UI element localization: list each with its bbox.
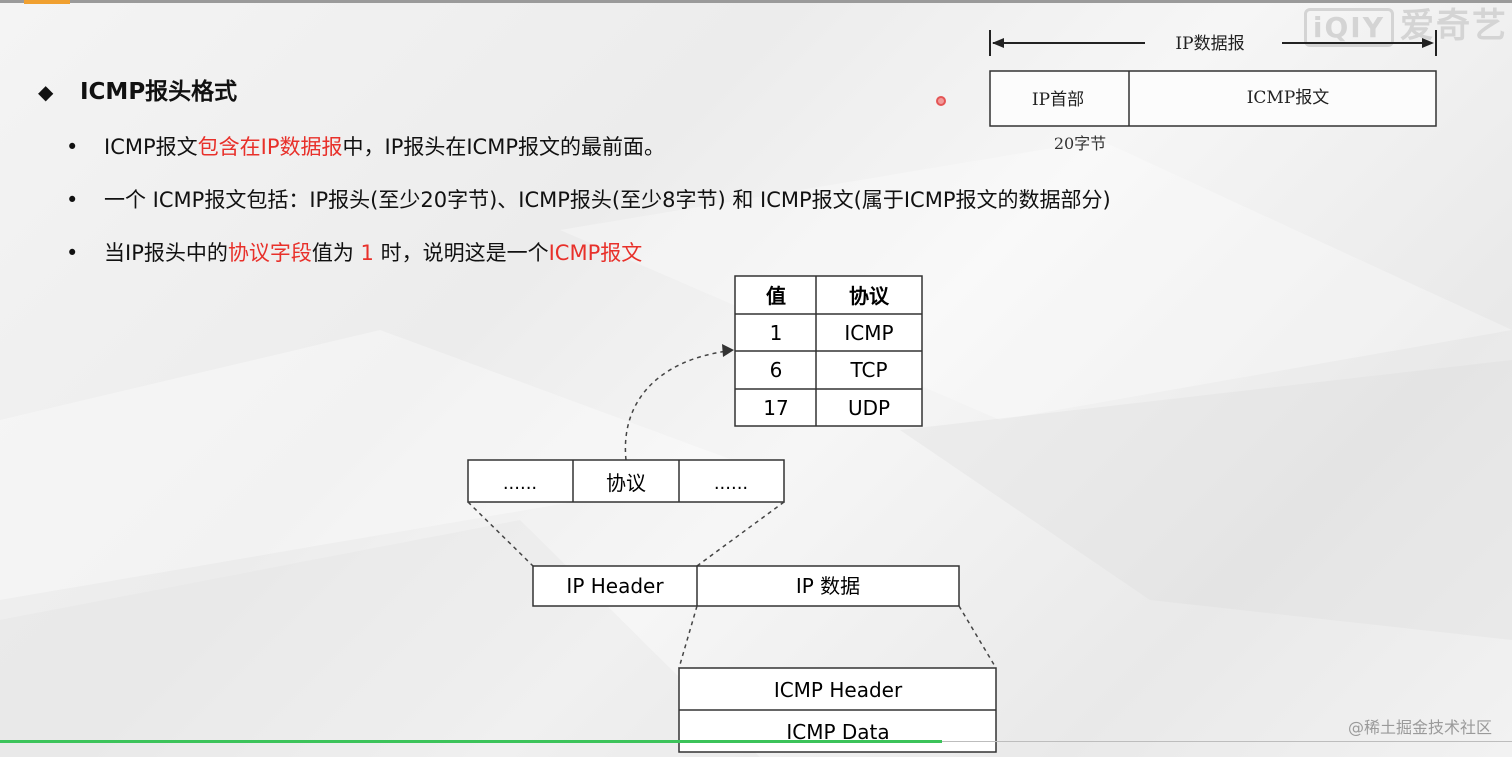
table-cell: UDP <box>848 396 890 420</box>
bullet-point-1: • ICMP报文包含在IP数据报中，IP报头在ICMP报文的最前面。 <box>66 131 665 161</box>
text-segment: ICMP报文 <box>104 135 198 159</box>
table-header-protocol: 协议 <box>849 284 890 308</box>
highlight-text: ICMP报文 <box>548 241 643 265</box>
highlight-text: 包含在IP数据报 <box>197 135 343 159</box>
datagram-box <box>989 70 1437 127</box>
top-accent-tab <box>24 0 70 4</box>
top-border <box>0 0 1512 3</box>
diamond-bullet-icon: ◆ <box>38 80 54 104</box>
table-cell: 17 <box>763 396 788 420</box>
icmp-packet-stack: ICMP Header ICMP Data <box>678 667 997 753</box>
text-segment: 一个 ICMP报文包括：IP报头(至少20字节)、ICMP报头(至少8字节) 和… <box>104 188 1111 212</box>
iqiyi-logo-icon: iQIY <box>1303 8 1394 47</box>
table-cell: 1 <box>770 321 783 345</box>
header-field-protocol: 协议 <box>606 471 646 495</box>
icmp-message-cell: ICMP报文 <box>1247 88 1330 108</box>
video-progress-track <box>942 741 1512 742</box>
datagram-span-label: IP数据报 <box>1175 34 1244 54</box>
text-segment: 当IP报头中的 <box>104 241 228 265</box>
bullet-dot-icon: • <box>66 241 79 265</box>
header-field-ellipsis: ...... <box>503 473 537 494</box>
iqiyi-watermark-text: 爱奇艺 <box>1400 6 1508 46</box>
ip-datagram-diagram: IP数据报 IP首部 ICMP报文 20字节 <box>989 30 1437 153</box>
bullet-text: 当IP报头中的协议字段值为 1 时，说明这是一个ICMP报文 <box>104 241 642 265</box>
bullet-dot-icon: • <box>66 135 79 159</box>
arrowhead-icon <box>722 344 734 357</box>
video-progress-bar[interactable] <box>0 740 942 743</box>
highlight-text: 协议字段 <box>227 241 312 265</box>
section-heading: ◆ ICMP报头格式 <box>38 72 237 106</box>
bullet-point-2: • 一个 ICMP报文包括：IP报头(至少20字节)、ICMP报头(至少8字节) … <box>66 184 1111 214</box>
header-fields-row: ...... 协议 ...... <box>467 459 785 503</box>
heading-text: ICMP报头格式 <box>80 79 238 105</box>
juejin-watermark: @稀土掘金技术社区 <box>1347 718 1492 737</box>
bullet-dot-icon: • <box>66 188 79 212</box>
table-cell: 6 <box>770 358 783 382</box>
table-cell: ICMP <box>844 321 893 345</box>
bullet-text: ICMP报文包含在IP数据报中，IP报头在ICMP报文的最前面。 <box>104 135 665 159</box>
icmp-header-box: ICMP Header <box>774 678 903 702</box>
table-cell: TCP <box>849 358 887 382</box>
ip-header-cell: IP首部 <box>1032 90 1084 110</box>
ip-header-box: IP Header <box>566 574 664 598</box>
ip-data-box: IP 数据 <box>796 574 860 598</box>
text-segment: 值为 <box>311 241 361 265</box>
text-segment: 中，IP报头在ICMP报文的最前面。 <box>342 135 666 159</box>
ip-header-size-label: 20字节 <box>1054 134 1106 153</box>
laser-pointer-dot <box>936 96 946 106</box>
ip-packet-row: IP Header IP 数据 <box>532 565 960 607</box>
highlight-text: 1 <box>360 241 374 265</box>
table-header-value: 值 <box>766 284 786 308</box>
protocol-lookup-arrow <box>624 350 729 461</box>
text-segment: 时，说明这是一个 <box>373 241 549 265</box>
protocol-table: 值 协议 1 ICMP 6 TCP 17 UDP <box>734 275 923 427</box>
header-field-ellipsis: ...... <box>714 473 748 494</box>
bullet-text: 一个 ICMP报文包括：IP报头(至少20字节)、ICMP报头(至少8字节) 和… <box>104 188 1111 212</box>
bullet-point-3: • 当IP报头中的协议字段值为 1 时，说明这是一个ICMP报文 <box>66 237 642 267</box>
